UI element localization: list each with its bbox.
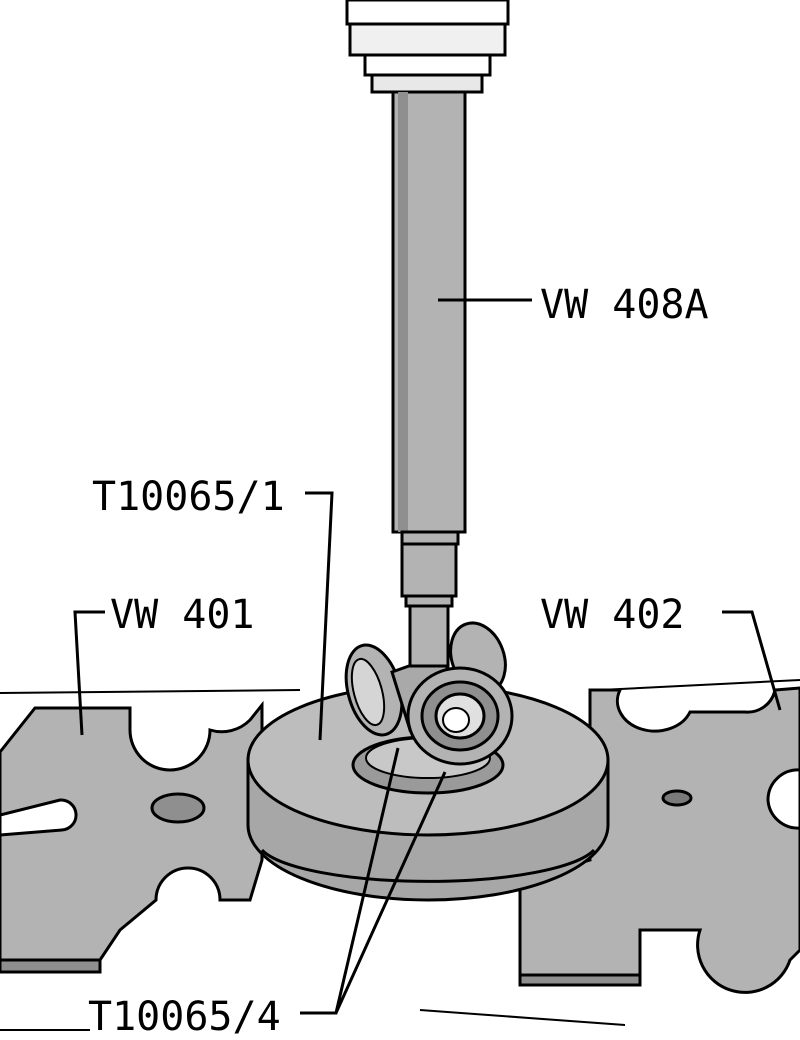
plate-hole bbox=[150, 792, 206, 824]
label-t10065-1: T10065/1 bbox=[92, 474, 285, 520]
label-vw402: VW 402 bbox=[540, 592, 685, 638]
leader-lines bbox=[73, 298, 782, 1015]
label-vw401: VW 401 bbox=[110, 592, 255, 638]
label-t10065-4: T10065/4 bbox=[88, 994, 281, 1040]
leader-t10065-1 bbox=[305, 491, 334, 741]
leader-t10065-4 bbox=[300, 747, 447, 1015]
plate-hole-small bbox=[661, 789, 693, 807]
leader-vw401 bbox=[73, 610, 105, 736]
press-tool-vw408a bbox=[345, 0, 510, 668]
label-vw408a: VW 408A bbox=[540, 282, 709, 328]
leader-vw402 bbox=[722, 610, 782, 711]
bench-lines bbox=[0, 679, 800, 1031]
base-plate-vw401 bbox=[0, 700, 264, 974]
joint-workpiece bbox=[344, 621, 514, 766]
